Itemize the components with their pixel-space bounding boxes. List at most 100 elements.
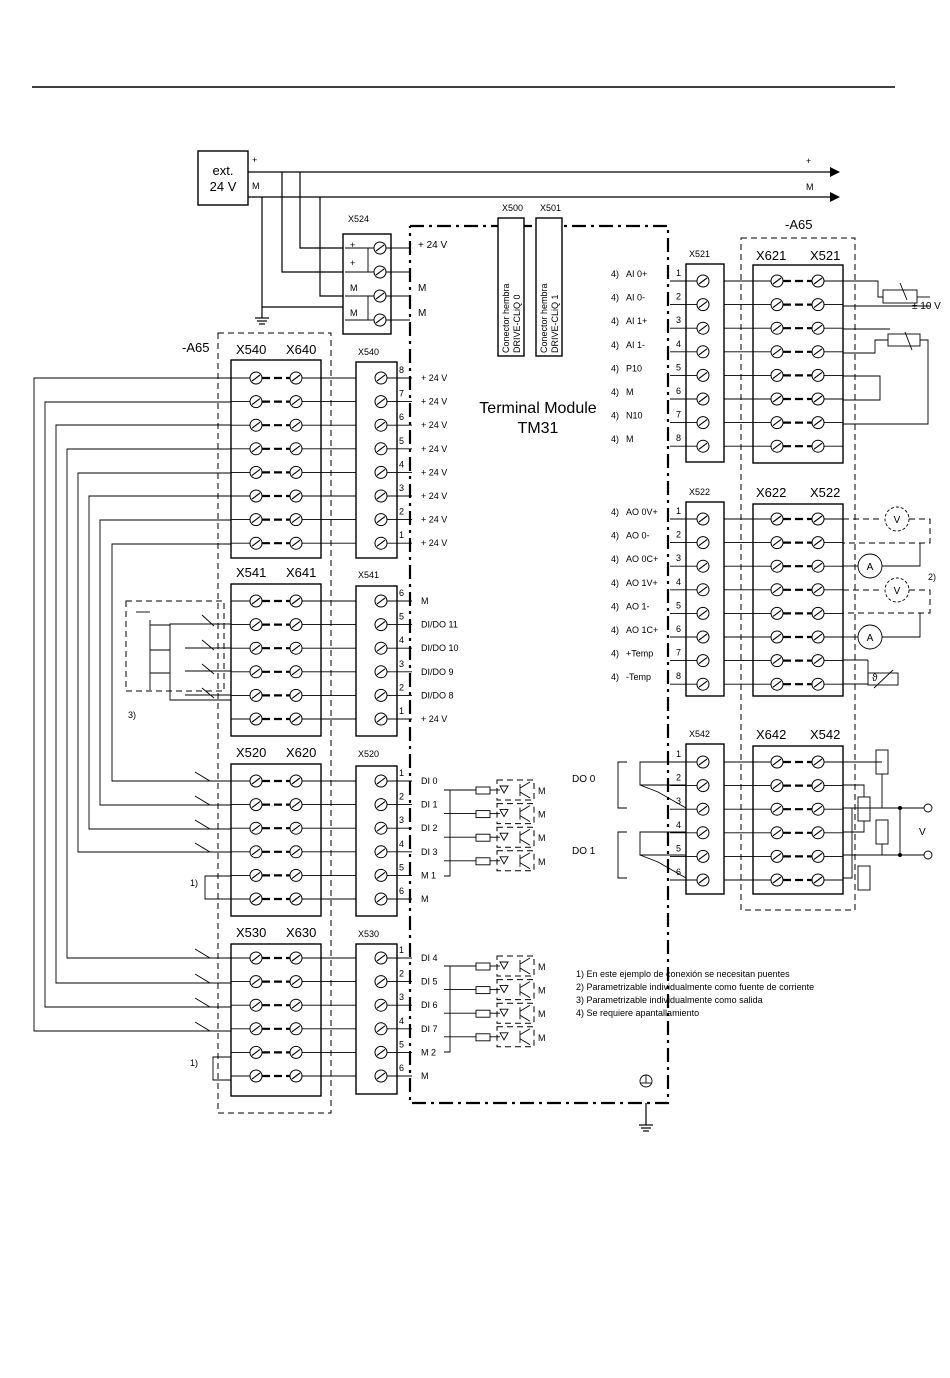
x540-block	[355, 361, 398, 559]
x540-a-screw-4	[249, 442, 263, 456]
x541-pin-2: 5	[399, 612, 404, 622]
x540-screw-1	[374, 371, 388, 385]
x541-pin-6: 1	[399, 706, 404, 716]
x521-label-7: N10	[626, 411, 643, 421]
x520-opto-m-3: M	[538, 833, 546, 843]
x541-note: 3)	[128, 710, 136, 720]
x522-screw-7	[696, 654, 710, 668]
x541-label-4: DI/DO 9	[421, 667, 454, 677]
x522-label-4: AO 1V+	[626, 578, 658, 588]
x542-screw-3	[696, 802, 710, 816]
x521-pin-1: 1	[676, 268, 681, 278]
x520-b-screw-1	[289, 774, 303, 788]
x541-a-screw-5	[249, 688, 263, 702]
x540-pin-5: 4	[399, 459, 404, 469]
x622-b-screw-5	[811, 606, 825, 620]
x542-pin-4: 4	[676, 820, 681, 830]
x642-b-screw-4	[811, 826, 825, 840]
x541-a-screw-2	[249, 618, 263, 632]
x530-pin-2: 2	[399, 969, 404, 979]
x540-pin-4: 5	[399, 436, 404, 446]
a65-left-label: -A65	[182, 340, 209, 355]
x542-title: X542	[689, 729, 710, 739]
x540-header: X540	[236, 342, 266, 357]
x621-b-screw-1	[811, 274, 825, 288]
x540-label-5: + 24 V	[421, 467, 447, 477]
x522-screw-8	[696, 677, 710, 691]
x524-screw-1	[373, 241, 387, 255]
x540-label-6: + 24 V	[421, 491, 447, 501]
x541-screw-6	[374, 712, 388, 726]
x521-pin-2: 2	[676, 292, 681, 302]
x520-a-screw-4	[249, 845, 263, 859]
x540-a-screw-3	[249, 418, 263, 432]
supply-label-1: ext.	[213, 163, 234, 178]
x621-x521-block	[752, 264, 844, 464]
x522-label-5: AO 1-	[626, 601, 650, 611]
x520-opto-3: M	[444, 826, 546, 848]
x522-pin-3: 3	[676, 553, 681, 563]
x540-screw-8	[374, 536, 388, 550]
x520-label-5: M 1	[421, 870, 436, 880]
x530-a-screw-5	[249, 1045, 263, 1059]
x521-note-8: 4)	[611, 434, 619, 444]
x522-screw-4	[696, 583, 710, 597]
ground-symbol	[639, 1074, 653, 1132]
x530-b-screw-6	[289, 1069, 303, 1083]
x530-note: 1)	[190, 1058, 198, 1068]
x521-note-7: 4)	[611, 411, 619, 421]
x540-pin-8: 1	[399, 530, 404, 540]
x521-screw-5	[696, 368, 710, 382]
x520-b-screw-6	[289, 892, 303, 906]
x521-note-2: 4)	[611, 293, 619, 303]
x520-b-screw-5	[289, 868, 303, 882]
right-external-wiring: ± 10 V V A 2) V A	[572, 280, 941, 891]
x520-pin-6: 6	[399, 886, 404, 896]
x524-pin-2: +	[350, 258, 355, 268]
x620-header: X620	[286, 745, 316, 760]
x530-b-screw-2	[289, 975, 303, 989]
x540-label-3: + 24 V	[421, 420, 447, 430]
x500-title: X500	[502, 203, 523, 213]
x541-label-2: DI/DO 11	[421, 620, 458, 630]
x520-opto-4: M	[444, 850, 546, 872]
x530-b-screw-4	[289, 1022, 303, 1036]
x642-b-screw-6	[811, 873, 825, 887]
x521-screw-7	[696, 416, 710, 430]
x541-a-screw-3	[249, 641, 263, 655]
x524-label-1: + 24 V	[418, 240, 448, 251]
x530-label-6: M	[421, 1071, 429, 1081]
x522-note-3: 4)	[611, 554, 619, 564]
x621-a-screw-4	[770, 345, 784, 359]
x541-screw-4	[374, 665, 388, 679]
x530-label-5: M 2	[421, 1047, 436, 1057]
x524-title: X524	[348, 214, 369, 224]
x621-b-screw-6	[811, 392, 825, 406]
x520-pin-4: 4	[399, 839, 404, 849]
x541-screw-5	[374, 688, 388, 702]
x642-x542-block	[752, 745, 844, 895]
x530-pin-5: 5	[399, 1039, 404, 1049]
x522-screw-3	[696, 559, 710, 573]
x522-note-6: 4)	[611, 625, 619, 635]
x520-label-3: DI 2	[421, 823, 438, 833]
x522-pin-7: 7	[676, 648, 681, 658]
x541-screw-2	[374, 618, 388, 632]
x540-pin-1: 8	[399, 365, 404, 375]
x642-a-screw-5	[770, 849, 784, 863]
x524-screw-2	[373, 265, 387, 279]
svg-text:V: V	[894, 586, 901, 597]
x540-label-1: + 24 V	[421, 373, 447, 383]
x541-label-1: M	[421, 596, 429, 606]
rail-plus-label: +	[806, 156, 811, 166]
x530-pin-1: 1	[399, 945, 404, 955]
x621-a-screw-8	[770, 439, 784, 453]
x530-opto-3: M	[444, 1002, 546, 1024]
svg-text:A: A	[867, 633, 874, 644]
x642-a-screw-6	[770, 873, 784, 887]
x520-b-screw-4	[289, 845, 303, 859]
x541-a-screw-6	[249, 712, 263, 726]
x540-x640-block	[230, 359, 322, 559]
x522-title: X522	[689, 487, 710, 497]
x541-pin-1: 6	[399, 588, 404, 598]
